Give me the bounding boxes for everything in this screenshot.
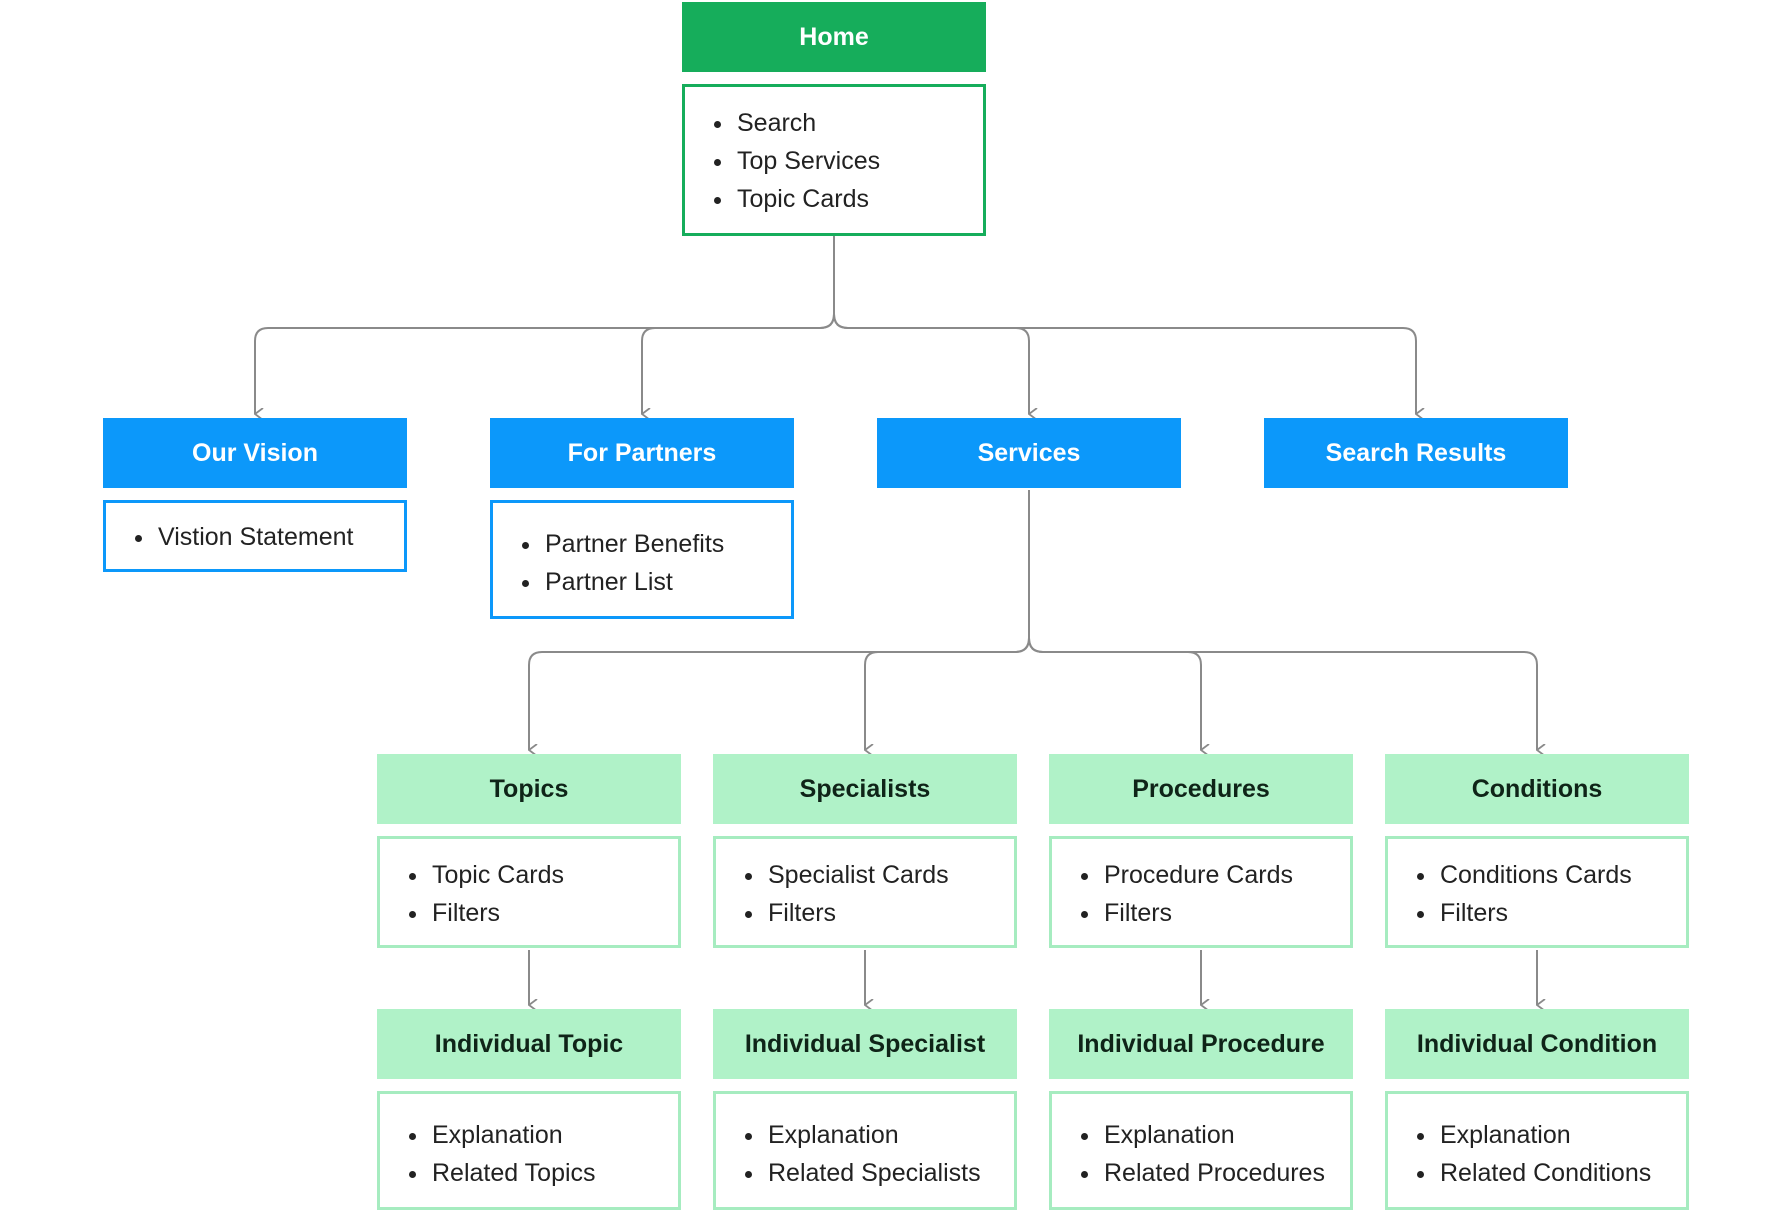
- list-item: Related Procedures: [1102, 1154, 1350, 1192]
- list-item: Search: [735, 104, 983, 142]
- node-topics: Topics Topic Cards Filters: [377, 754, 681, 948]
- list-item: Vistion Statement: [156, 518, 404, 556]
- node-procedures-title: Procedures: [1049, 754, 1353, 824]
- node-individual-procedure-title: Individual Procedure: [1049, 1009, 1353, 1079]
- node-specialists-title: Specialists: [713, 754, 1017, 824]
- node-individual-specialist-title: Individual Specialist: [713, 1009, 1017, 1079]
- list-item: Topic Cards: [735, 180, 983, 218]
- node-conditions-content: Conditions Cards Filters: [1385, 836, 1689, 948]
- node-individual-procedure-content: Explanation Related Procedures: [1049, 1091, 1353, 1210]
- connector-services-specialists: [864, 637, 1030, 750]
- list-item: Filters: [766, 894, 1014, 932]
- node-individual-topic: Individual Topic Explanation Related Top…: [377, 1009, 681, 1210]
- connector-home-for-partners: [641, 313, 835, 414]
- list-item: Filters: [1438, 894, 1686, 932]
- node-our-vision: Our Vision Vistion Statement: [103, 418, 407, 572]
- node-specialists-content: Specialist Cards Filters: [713, 836, 1017, 948]
- list-item: Specialist Cards: [766, 856, 1014, 894]
- list-item: Related Conditions: [1438, 1154, 1686, 1192]
- node-individual-specialist: Individual Specialist Explanation Relate…: [713, 1009, 1017, 1210]
- node-conditions: Conditions Conditions Cards Filters: [1385, 754, 1689, 948]
- node-topics-title: Topics: [377, 754, 681, 824]
- list-item: Filters: [430, 894, 678, 932]
- node-home-title: Home: [682, 2, 986, 72]
- list-item: Explanation: [1102, 1116, 1350, 1154]
- node-search-results: Search Results: [1264, 418, 1568, 488]
- connector-services-conditions: [1028, 637, 1537, 750]
- node-search-results-title: Search Results: [1264, 418, 1568, 488]
- connector-home-search-results: [833, 313, 1416, 414]
- list-item: Related Specialists: [766, 1154, 1014, 1192]
- node-our-vision-title: Our Vision: [103, 418, 407, 488]
- list-item: Topic Cards: [430, 856, 678, 894]
- node-for-partners: For Partners Partner Benefits Partner Li…: [490, 418, 794, 619]
- node-procedures: Procedures Procedure Cards Filters: [1049, 754, 1353, 948]
- node-individual-topic-title: Individual Topic: [377, 1009, 681, 1079]
- node-individual-specialist-content: Explanation Related Specialists: [713, 1091, 1017, 1210]
- list-item: Top Services: [735, 142, 983, 180]
- list-item: Conditions Cards: [1438, 856, 1686, 894]
- node-procedures-content: Procedure Cards Filters: [1049, 836, 1353, 948]
- list-item: Explanation: [1438, 1116, 1686, 1154]
- node-individual-condition: Individual Condition Explanation Related…: [1385, 1009, 1689, 1210]
- node-for-partners-content: Partner Benefits Partner List: [490, 500, 794, 619]
- list-item: Filters: [1102, 894, 1350, 932]
- node-our-vision-content: Vistion Statement: [103, 500, 407, 572]
- node-home-content: Search Top Services Topic Cards: [682, 84, 986, 236]
- node-topics-content: Topic Cards Filters: [377, 836, 681, 948]
- node-services-title: Services: [877, 418, 1181, 488]
- list-item: Explanation: [430, 1116, 678, 1154]
- list-item: Related Topics: [430, 1154, 678, 1192]
- node-home: Home Search Top Services Topic Cards: [682, 2, 986, 236]
- list-item: Partner Benefits: [543, 525, 791, 563]
- node-individual-condition-content: Explanation Related Conditions: [1385, 1091, 1689, 1210]
- node-conditions-title: Conditions: [1385, 754, 1689, 824]
- node-services: Services: [877, 418, 1181, 488]
- list-item: Explanation: [766, 1116, 1014, 1154]
- node-individual-topic-content: Explanation Related Topics: [377, 1091, 681, 1210]
- node-individual-condition-title: Individual Condition: [1385, 1009, 1689, 1079]
- node-for-partners-title: For Partners: [490, 418, 794, 488]
- connector-services-procedures: [1028, 637, 1201, 750]
- list-item: Procedure Cards: [1102, 856, 1350, 894]
- connector-home-trunk: [254, 234, 835, 414]
- node-specialists: Specialists Specialist Cards Filters: [713, 754, 1017, 948]
- node-individual-procedure: Individual Procedure Explanation Related…: [1049, 1009, 1353, 1210]
- list-item: Partner List: [543, 563, 791, 601]
